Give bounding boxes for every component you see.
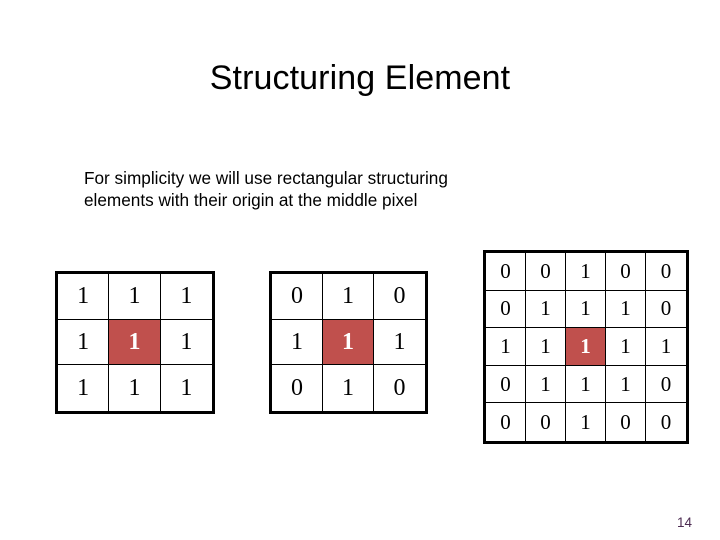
matrix-cell: 0 <box>486 253 526 291</box>
matrix-cell: 0 <box>526 403 566 441</box>
matrix-cell: 1 <box>566 365 606 404</box>
matrix-cell: 1 <box>566 290 606 329</box>
matrix-cell: 1 <box>486 328 526 366</box>
matrix-cell: 1 <box>526 328 566 366</box>
matrix-cell: 1 <box>58 319 110 366</box>
matrix-cell: 0 <box>374 365 425 411</box>
matrix-cell: 1 <box>606 290 646 329</box>
matrix-cell: 0 <box>646 290 686 329</box>
matrix-cell: 1 <box>606 365 646 404</box>
body-line-1: For simplicity we will use rectangular s… <box>84 168 448 188</box>
matrix-cell: 1 <box>526 290 566 329</box>
matrix-cell: 0 <box>486 365 526 404</box>
matrix-origin-cell: 1 <box>109 319 161 366</box>
matrix-cell: 1 <box>58 365 110 411</box>
matrix-cell: 1 <box>58 274 110 320</box>
body-line-2: elements with their origin at the middle… <box>84 189 418 210</box>
slide-number: 14 <box>676 515 692 530</box>
matrix-cell: 1 <box>646 328 686 366</box>
matrix-cell: 1 <box>109 365 161 411</box>
matrix-cell: 1 <box>160 365 212 411</box>
matrix-cell: 1 <box>566 403 606 441</box>
matrix-cell: 0 <box>646 403 686 441</box>
matrix-cell: 0 <box>606 403 646 441</box>
matrix-cell: 1 <box>606 328 646 366</box>
matrix-cell: 0 <box>606 253 646 291</box>
matrix-cell: 0 <box>646 253 686 291</box>
matrix-cell: 1 <box>160 274 212 320</box>
matrix-cell: 1 <box>323 274 374 320</box>
matrix-origin-cell: 1 <box>566 328 606 366</box>
matrix-cell: 1 <box>323 365 374 411</box>
matrix-cell: 0 <box>486 403 526 441</box>
matrix-cell: 1 <box>526 365 566 404</box>
matrix-cell: 1 <box>109 274 161 320</box>
matrix-cell: 0 <box>486 290 526 329</box>
matrix-cell: 1 <box>272 319 323 366</box>
matrix-cell: 0 <box>374 274 425 320</box>
matrix-cell: 1 <box>160 319 212 366</box>
matrix-cell: 0 <box>646 365 686 404</box>
matrix-cell: 1 <box>566 253 606 291</box>
matrix-origin-cell: 1 <box>323 319 374 366</box>
page-title: Structuring Element <box>209 59 511 97</box>
matrix-cell: 1 <box>374 319 425 366</box>
matrix-cell: 0 <box>272 365 323 411</box>
matrix-cell: 0 <box>526 253 566 291</box>
slide-body-text: For simplicity we will use rectangular s… <box>84 168 624 211</box>
matrix-cell: 0 <box>272 274 323 320</box>
